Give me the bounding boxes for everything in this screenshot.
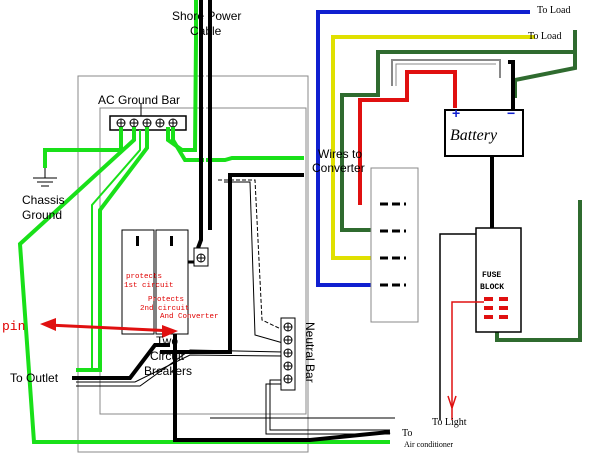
pin-arrow-head-left [40, 318, 56, 331]
red-to-light-wire [451, 301, 484, 420]
ground-label: Ground [22, 208, 62, 222]
fuse-slot [484, 306, 493, 310]
neutral-wire-3 [76, 349, 284, 387]
neutral-wire-4 [76, 354, 284, 383]
breaker-2 [155, 229, 189, 335]
shore-power-label: Shore Power [172, 9, 241, 23]
pin-arrow-shaft [47, 323, 175, 333]
protects-1st-line-2: 1st circuit [124, 282, 174, 290]
black-wire-to-fuse-block-left [439, 233, 476, 420]
fuse-slot [499, 306, 508, 310]
neutral-bar-label: Neutral Bar [303, 322, 317, 383]
green-ground-to-chassis [43, 127, 123, 168]
breakers-label: Breakers [144, 364, 192, 378]
fuse-slot [484, 297, 493, 301]
breaker-2-toggle [170, 236, 173, 246]
light-arrow [447, 395, 453, 409]
light-arrow [451, 395, 457, 409]
breaker-screw [196, 253, 206, 263]
breaker-1 [121, 229, 155, 335]
fuse-slot [499, 297, 508, 301]
battery-frame-line [391, 59, 501, 86]
green-ground-outlet-2 [91, 130, 141, 370]
battery-frame-line-2 [395, 63, 496, 86]
black-to-converter [160, 173, 304, 354]
fuse-block-box [475, 227, 522, 333]
to-outlet-label: To Outlet [10, 371, 59, 385]
to-label: To [402, 428, 412, 439]
neutral-wire [218, 179, 284, 331]
fuse-label: FUSE [482, 271, 501, 280]
black-battery-negative [508, 60, 515, 110]
to-light-label: To Light [432, 417, 467, 428]
red-battery-wire [358, 70, 457, 205]
protects-2nd-line-2: 2nd circuit [140, 305, 190, 313]
protects-2nd-line-1: Protects [148, 296, 184, 304]
yellow-wire [331, 35, 535, 260]
battery-minus-sign: − [507, 105, 515, 121]
neutral-to-ac-2 [265, 383, 390, 435]
converter-label: Converter [312, 161, 365, 175]
battery-plus-sign: + [452, 105, 460, 121]
chassis-label: Chassis [22, 193, 65, 207]
battery-label: Battery [450, 127, 498, 144]
dark-green-wire-top [340, 50, 575, 232]
green-ground-long [17, 127, 390, 444]
neutral-to-ac [269, 379, 390, 431]
green-ground-converter [171, 127, 304, 162]
breaker-1-toggle [136, 236, 139, 246]
black-to-outlet [72, 343, 170, 380]
battery-box [444, 109, 524, 157]
dark-green-wire-return [495, 200, 582, 342]
blue-wire [316, 10, 530, 287]
to-load-label-2: To Load [528, 31, 561, 42]
neutral-bar-screws [283, 322, 293, 384]
pin-label: pin [2, 319, 25, 334]
ac-ground-bar-label: AC Ground Bar [98, 93, 180, 107]
air-conditioner-label: Air conditioner [404, 440, 453, 449]
wires-to-label: Wires to [318, 147, 362, 161]
converter-terminal-box [370, 167, 419, 323]
cable-label: Cable [190, 24, 222, 38]
panel-outer-box [77, 75, 309, 453]
to-load-label-1: To Load [537, 5, 570, 16]
fuse-slot [499, 315, 508, 319]
pin-arrow-head-right [162, 325, 178, 338]
protects-1st-line-1: protects [126, 273, 162, 281]
neutral-wire-2 [224, 181, 284, 344]
circuit-label: Circuit [150, 349, 185, 363]
fuse-slot [484, 315, 493, 319]
block-label: BLOCK [480, 283, 504, 292]
green-shore-ground [166, 0, 198, 152]
two-label: Two [156, 334, 178, 348]
black-to-ac [173, 332, 391, 442]
shore-black-wire-1 [196, 0, 203, 249]
chassis-ground-symbol [33, 168, 57, 187]
protects-2nd-line-3: And Converter [160, 313, 219, 321]
